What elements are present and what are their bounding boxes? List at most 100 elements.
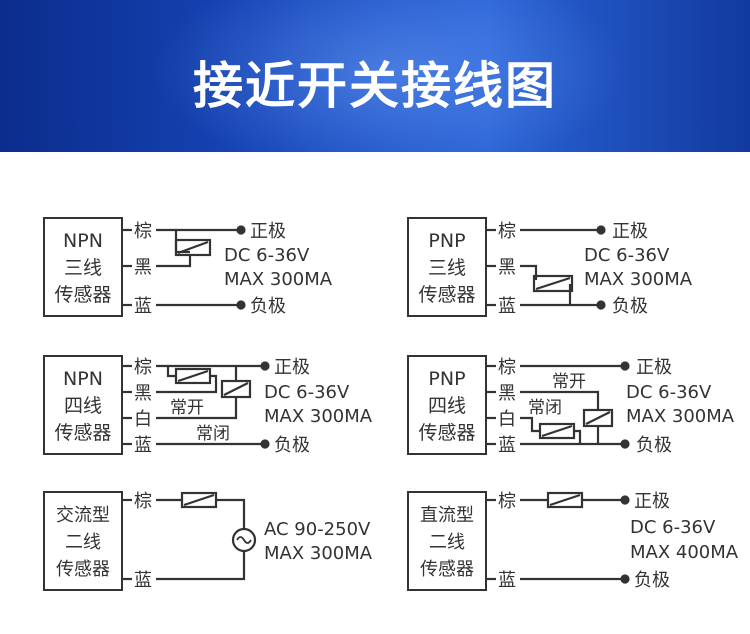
wire	[156, 255, 192, 268]
wire	[216, 498, 246, 529]
sensor-name-line2: 四线	[428, 395, 466, 417]
coil-slash	[183, 493, 215, 507]
header-banner: 接近开关接线图	[0, 0, 750, 152]
sensor-name-line3: 传感器	[418, 284, 475, 306]
terminal-dot-icon	[620, 361, 630, 371]
diagram-pnp4: PNP 四线 传感器 棕 黑 白 蓝 常开 常闭 正极 负极 DC 6-36V …	[407, 355, 735, 456]
label-normally-closed: 常闭	[528, 398, 562, 418]
sensor-box	[407, 355, 487, 455]
rating-voltage: AC 90-250V	[264, 519, 371, 540]
header-glow	[150, 0, 630, 152]
wire-label-black: 黑	[498, 257, 516, 278]
terminal-dot-icon	[620, 439, 630, 449]
coil-slash	[549, 493, 581, 507]
wire	[520, 390, 600, 410]
coil-slash	[541, 424, 573, 438]
terminal-label-negative: 负极	[250, 296, 286, 317]
diagram-npn3: NPN 三线 传感器 棕 黑 蓝 正极 负极 DC 6-36V MAX 300M…	[43, 217, 333, 317]
wire-label-brown: 棕	[498, 357, 516, 378]
sensor-name-line1: PNP	[428, 230, 465, 252]
sensor-name-line1: PNP	[428, 368, 465, 390]
wire-label-blue: 蓝	[134, 296, 152, 317]
label-normally-open: 常开	[170, 398, 204, 418]
sensor-name-line3: 传感器	[420, 559, 474, 580]
wire	[574, 429, 582, 444]
sensor-box	[407, 491, 487, 591]
rating-current: MAX 300MA	[584, 269, 693, 290]
terminal-dot-icon	[260, 361, 270, 371]
wire-label-blue: 蓝	[134, 570, 152, 591]
wire-label-black: 黑	[134, 257, 152, 278]
terminal-label-positive: 正极	[250, 221, 286, 242]
coil-slash	[177, 240, 209, 255]
wire-label-black: 黑	[498, 383, 516, 404]
coil-slash	[535, 276, 571, 291]
wire	[520, 416, 540, 433]
wire	[156, 551, 246, 581]
ac-wave	[236, 536, 252, 544]
terminal-dot-icon	[260, 439, 270, 449]
sensor-name-line2: 三线	[64, 257, 102, 279]
diagram-npn4: NPN 四线 传感器 棕 黑 白 蓝 常开 常闭 正极 负极 DC 6-36V …	[43, 355, 373, 456]
sensor-name-line1: 交流型	[56, 505, 110, 526]
sensor-box	[43, 491, 123, 591]
wire-label-white: 白	[498, 409, 516, 430]
coil-slash	[177, 369, 209, 383]
terminal-dot-icon	[596, 225, 606, 235]
wire-label-brown: 棕	[134, 357, 152, 378]
rating-voltage: DC 6-36V	[626, 382, 712, 403]
label-normally-open: 常开	[552, 372, 586, 392]
wire	[156, 374, 218, 394]
wire-label-blue: 蓝	[134, 435, 152, 456]
wire-label-blue: 蓝	[498, 435, 516, 456]
page-title: 接近开关接线图	[193, 57, 557, 115]
terminal-label-positive: 正极	[274, 357, 310, 378]
terminal-label-negative: 负极	[634, 570, 670, 591]
sensor-name-line2: 三线	[428, 257, 466, 279]
terminal-dot-icon	[596, 300, 606, 310]
rating-current: MAX 400MA	[630, 542, 739, 563]
wiring-diagrams: NPN 三线 传感器 棕 黑 蓝 正极 负极 DC 6-36V MAX 300M…	[43, 217, 739, 591]
wire-label-blue: 蓝	[498, 570, 516, 591]
rating-voltage: DC 6-36V	[264, 382, 350, 403]
rating-current: MAX 300MA	[264, 543, 373, 564]
terminal-label-positive: 正极	[612, 221, 648, 242]
rating-current: MAX 300MA	[626, 406, 735, 427]
coil-slash	[223, 382, 249, 396]
terminal-dot-icon	[236, 300, 246, 310]
rating-voltage: DC 6-36V	[630, 517, 716, 538]
wire-label-brown: 棕	[498, 491, 516, 512]
rating-voltage: DC 6-36V	[584, 245, 670, 266]
diagram-ac2: 交流型 二线 传感器 棕 蓝 AC 90-250V MAX 300MA	[43, 491, 373, 591]
wire-label-brown: 棕	[134, 221, 152, 242]
terminal-dot-icon	[236, 225, 246, 235]
relay-coil-icon	[532, 274, 574, 293]
sensor-name-line1: NPN	[63, 368, 103, 390]
terminal-dot-icon	[620, 495, 630, 505]
wire-label-brown: 棕	[498, 221, 516, 242]
rating-voltage: DC 6-36V	[224, 245, 310, 266]
sensor-name-line1: NPN	[63, 230, 103, 252]
label-normally-closed: 常闭	[196, 424, 230, 444]
terminal-label-negative: 负极	[274, 435, 310, 456]
rating-current: MAX 300MA	[264, 406, 373, 427]
sensor-name-line1: 直流型	[420, 505, 474, 526]
sensor-box	[43, 355, 123, 455]
wire	[166, 366, 176, 378]
sensor-name-line2: 二线	[65, 532, 101, 553]
sensor-name-line3: 传感器	[54, 284, 111, 306]
wire-label-brown: 棕	[134, 491, 152, 512]
wire	[156, 397, 238, 420]
terminal-dot-icon	[620, 574, 630, 584]
wire-label-blue: 蓝	[498, 296, 516, 317]
diagram-pnp3: PNP 三线 传感器 棕 黑 蓝 正极 负极 DC 6-36V MAX 300M…	[407, 217, 693, 317]
sensor-name-line2: 四线	[64, 395, 102, 417]
wire-label-black: 黑	[134, 383, 152, 404]
sensor-name-line3: 传感器	[54, 422, 111, 444]
rating-current: MAX 300MA	[224, 269, 333, 290]
sensor-name-line2: 二线	[429, 532, 465, 553]
sensor-name-line3: 传感器	[418, 422, 475, 444]
terminal-label-negative: 负极	[636, 435, 672, 456]
terminal-label-negative: 负极	[612, 296, 648, 317]
diagram-dc2: 直流型 二线 传感器 棕 蓝 正极 负极 DC 6-36V MAX 400MA	[407, 491, 739, 591]
